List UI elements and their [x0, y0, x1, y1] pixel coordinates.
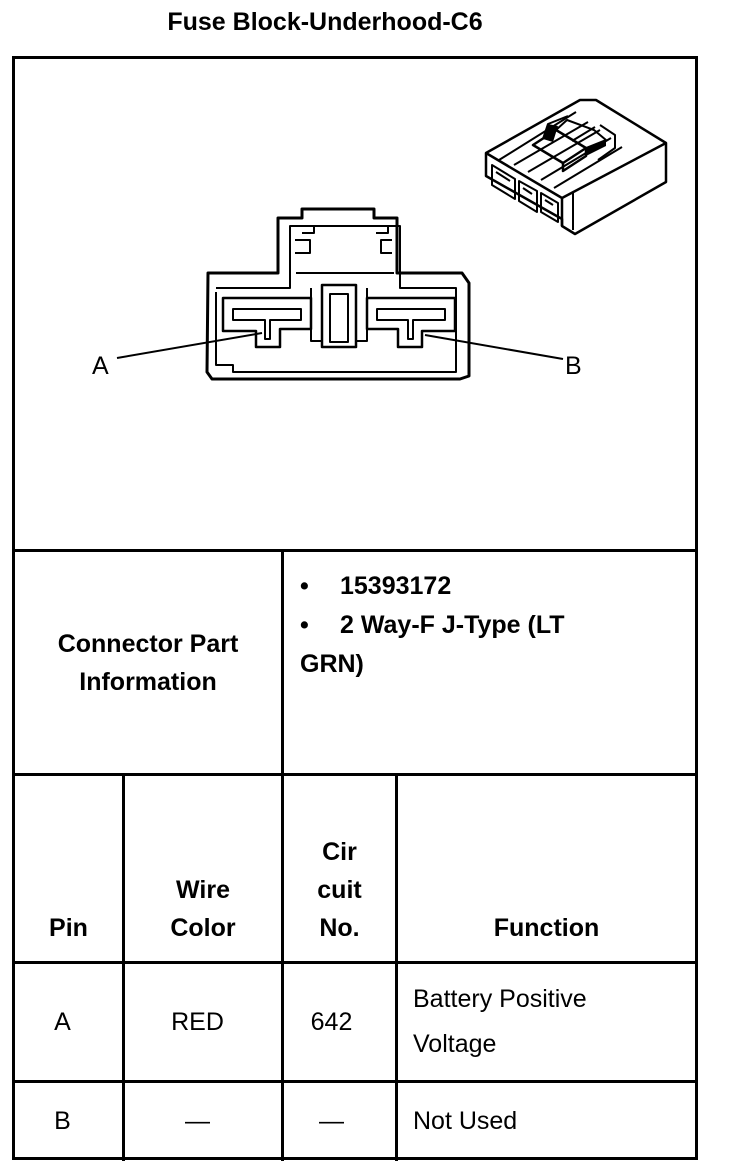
connector-face-view: [205, 207, 471, 381]
connector-part-label: Connector Part Information: [57, 629, 239, 696]
row-a-wire-color: RED: [125, 964, 270, 1080]
divider-diagram: [12, 549, 698, 552]
row-a-function-text: Battery Positive Voltage: [413, 985, 587, 1058]
pin-label-b: B: [565, 352, 582, 380]
row-a-circuit-no-text: 642: [310, 1007, 353, 1036]
row-b-wire-color: —: [125, 1083, 270, 1160]
pin-label-a: A: [92, 352, 109, 380]
connector-table-frame: [12, 56, 698, 1160]
divider-function-column: [395, 773, 398, 1161]
row-a-function: Battery Positive Voltage: [413, 964, 683, 1080]
header-wire-color: Wire Color: [125, 776, 281, 961]
row-b-pin-text: B: [54, 1107, 71, 1135]
row-a-wire-color-text: RED: [171, 1007, 224, 1036]
leader-line-a: [116, 332, 263, 359]
divider-header: [12, 961, 698, 964]
leader-line-b: [424, 334, 564, 360]
divider-pin-column: [122, 773, 125, 1161]
connector-part-label-cell: Connector Part Information: [15, 552, 281, 773]
header-circuit-no-text: Cir cuit No.: [317, 838, 362, 942]
header-pin: Pin: [15, 776, 122, 961]
row-a-pin-text: A: [54, 1007, 71, 1036]
bullet-part-number: •: [300, 572, 309, 600]
connector-description-text: 2 Way-F J-Type (LT GRN): [300, 611, 565, 678]
row-b-function: Not Used: [413, 1083, 683, 1160]
connector-isometric-view: [484, 98, 668, 236]
divider-row-a: [12, 1080, 698, 1083]
connector-description: 2 Way-F J-Type (LT GRN): [300, 606, 610, 684]
header-wire-color-text: Wire Color: [170, 876, 236, 942]
bullet-description: •: [300, 611, 309, 639]
divider-part-info: [12, 773, 698, 776]
connector-diagram: A B: [92, 98, 668, 381]
row-b-circuit-no-text: —: [319, 1107, 344, 1135]
row-b-wire-color-text: —: [185, 1107, 210, 1135]
isometric-shading: [543, 124, 606, 156]
row-a-pin: A: [15, 964, 110, 1080]
header-circuit-no: Cir cuit No.: [284, 776, 395, 961]
row-b-circuit-no: —: [284, 1083, 379, 1160]
row-b-function-text: Not Used: [413, 1107, 518, 1135]
header-function: Function: [398, 776, 695, 961]
divider-part-info-vertical: [281, 549, 284, 1161]
row-a-circuit-no: 642: [284, 964, 379, 1080]
header-pin-text: Pin: [49, 914, 88, 942]
part-number: 15393172: [340, 572, 452, 600]
header-function-text: Function: [493, 914, 600, 942]
row-b-pin: B: [15, 1083, 110, 1160]
page-title: Fuse Block-Underhood-C6: [167, 8, 483, 36]
